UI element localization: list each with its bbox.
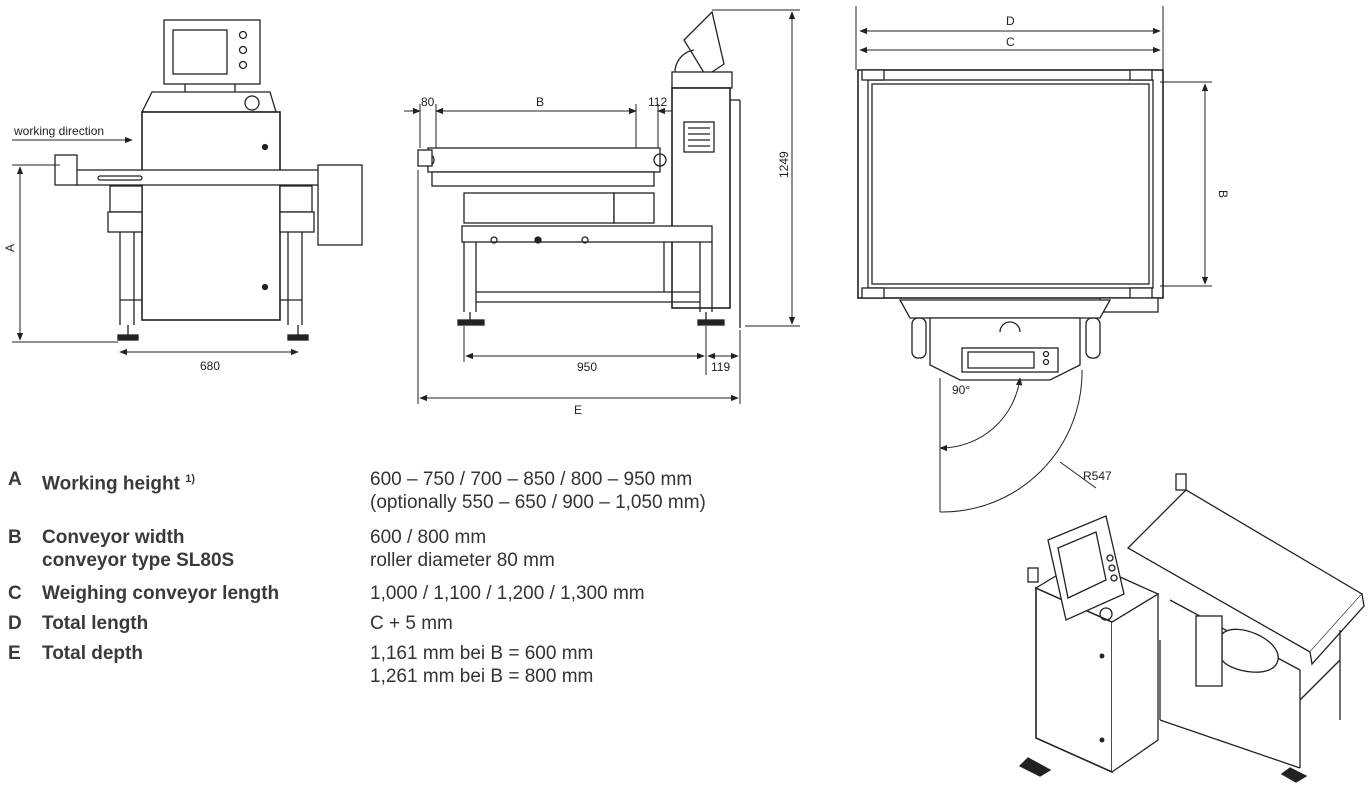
spec-name: conveyor type SL80S xyxy=(42,550,235,571)
radius-r547-label: R547 xyxy=(1083,469,1112,483)
dimension-80-label: 80 xyxy=(421,95,435,109)
spec-name: Total length xyxy=(42,613,149,634)
dimension-950-label: 950 xyxy=(577,360,597,374)
isometric-view xyxy=(1018,473,1365,783)
top-dimensions xyxy=(855,6,1212,513)
spec-value: 600 – 750 / 700 – 850 / 800 – 950 mm xyxy=(370,469,693,490)
side-view xyxy=(417,10,741,328)
spec-value: C + 5 mm xyxy=(370,613,453,634)
spec-letter: D xyxy=(8,613,22,634)
dimension-b-top-label: B xyxy=(1216,190,1230,198)
angle-90-label: 90° xyxy=(952,383,970,397)
spec-letter: E xyxy=(8,643,21,664)
footnote-marker: 1) xyxy=(185,473,195,485)
dimension-c-label: C xyxy=(1006,35,1015,49)
front-dimensions xyxy=(12,136,299,356)
spec-letter: A xyxy=(8,469,22,490)
dimension-e-label: E xyxy=(574,403,582,417)
spec-value: roller diameter 80 mm xyxy=(370,550,555,571)
spec-value: 1,261 mm bei B = 800 mm xyxy=(370,666,594,687)
spec-letter: C xyxy=(8,583,22,604)
dimension-680-label: 680 xyxy=(200,359,220,373)
spec-value: 1,161 mm bei B = 600 mm xyxy=(370,643,594,664)
spec-name: Weighing conveyor length xyxy=(42,583,280,604)
dimension-119-label: 119 xyxy=(711,360,730,374)
spec-value: 1,000 / 1,100 / 1,200 / 1,300 mm xyxy=(370,583,645,604)
dimension-a-label: A xyxy=(3,244,17,252)
spec-letter: B xyxy=(8,527,22,548)
top-view xyxy=(857,69,1164,381)
dimension-112-label: 112 xyxy=(648,95,667,109)
dimension-1249-label: 1249 xyxy=(777,151,791,178)
spec-name: Conveyor width xyxy=(42,527,185,548)
dimension-b-side-label: B xyxy=(536,95,544,109)
side-dimensions xyxy=(404,9,800,404)
front-view xyxy=(54,19,363,341)
dimension-d-label: D xyxy=(1006,14,1015,28)
spec-name: Total depth xyxy=(42,643,143,664)
spec-value: (optionally 550 – 650 / 900 – 1,050 mm) xyxy=(370,492,706,513)
working-direction-label: working direction xyxy=(13,124,104,138)
spec-value: 600 / 800 mm xyxy=(370,527,487,548)
spec-name: Working height 1) xyxy=(42,473,195,495)
